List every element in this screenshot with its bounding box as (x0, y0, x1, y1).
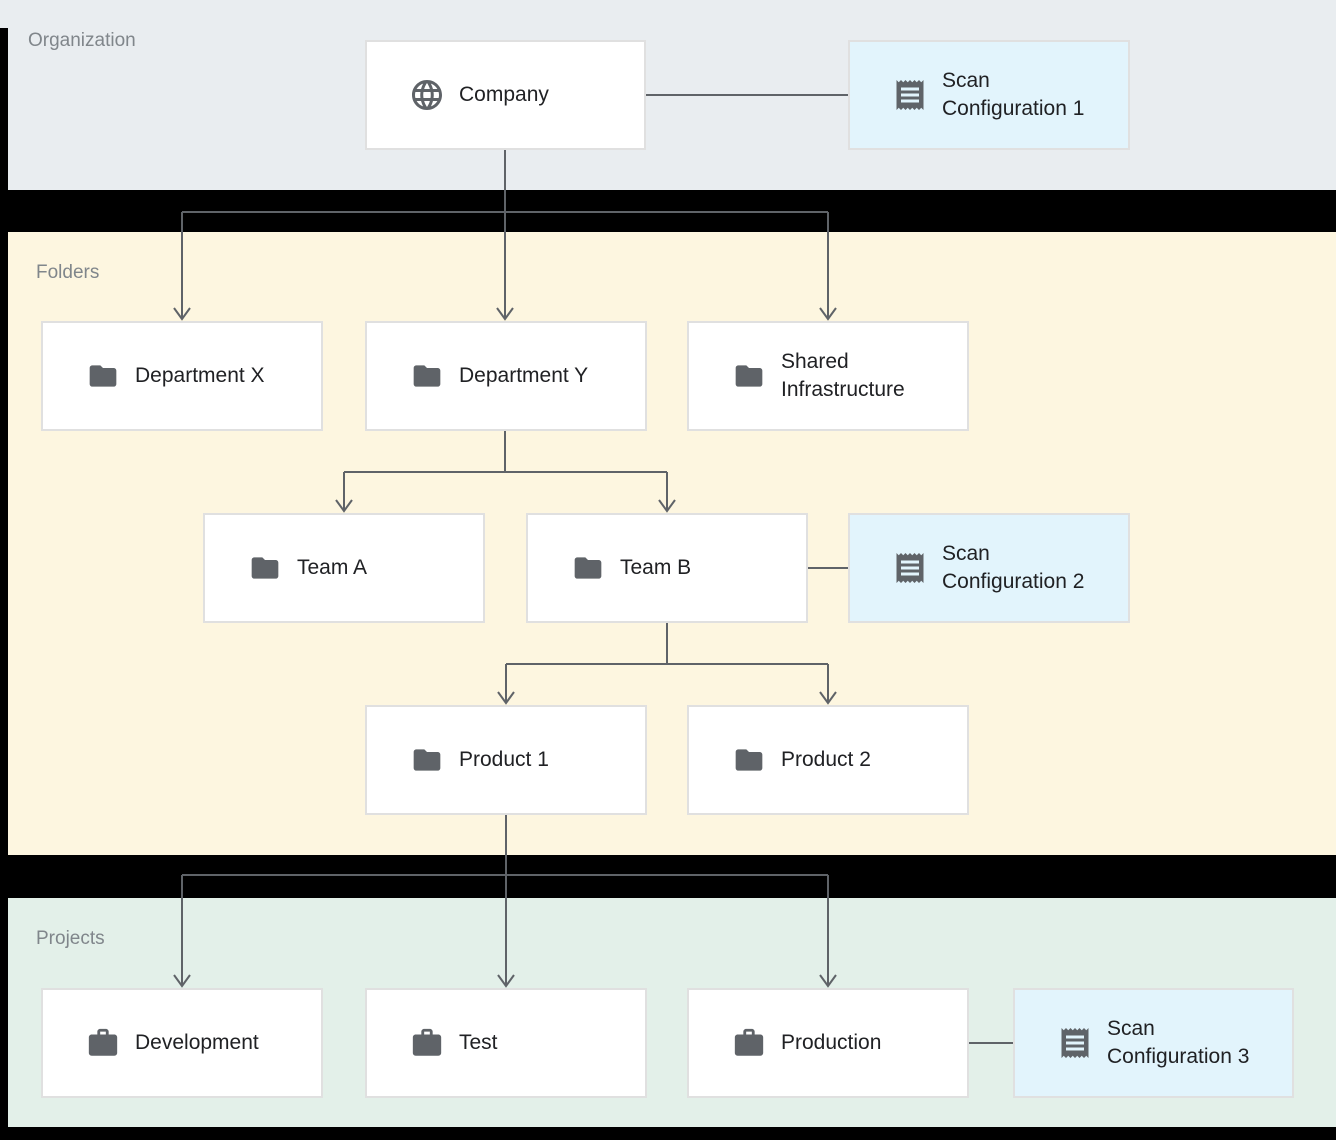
node-department-x: Department X (41, 321, 323, 431)
node-label: Scan Configuration 2 (942, 542, 1085, 593)
node-production: Production (687, 988, 969, 1098)
globe-icon (409, 77, 445, 113)
node-team-a: Team A (203, 513, 485, 623)
folder-icon (731, 742, 767, 778)
folder-icon (85, 358, 121, 394)
folder-icon (731, 358, 767, 394)
folders-section-label: Folders (36, 262, 100, 283)
node-label: Shared Infrastructure (781, 350, 905, 401)
briefcase-icon (731, 1025, 767, 1061)
node-shared-infrastructure: Shared Infrastructure (687, 321, 969, 431)
left-edge-band (0, 28, 8, 1140)
node-company: Company (365, 40, 646, 150)
receipt-icon (1057, 1025, 1093, 1061)
briefcase-icon (409, 1025, 445, 1061)
node-team-b: Team B (526, 513, 808, 623)
node-label: Company (459, 83, 549, 106)
node-scan-configuration-3: Scan Configuration 3 (1013, 988, 1294, 1098)
node-department-y: Department Y (365, 321, 647, 431)
node-label: Product 2 (781, 748, 871, 771)
receipt-icon (892, 77, 928, 113)
organization-section-label: Organization (28, 30, 136, 51)
folder-icon (409, 742, 445, 778)
node-test: Test (365, 988, 647, 1098)
folder-icon (570, 550, 606, 586)
organization-section: Organization (0, 0, 1336, 190)
projects-section-label: Projects (36, 928, 105, 949)
node-scan-configuration-1: Scan Configuration 1 (848, 40, 1130, 150)
node-label: Development (135, 1031, 259, 1054)
node-scan-configuration-2: Scan Configuration 2 (848, 513, 1130, 623)
node-label: Test (459, 1031, 498, 1054)
node-product-2: Product 2 (687, 705, 969, 815)
node-label: Department X (135, 364, 265, 387)
node-label: Department Y (459, 364, 589, 387)
node-label: Production (781, 1031, 882, 1054)
node-label: Team A (297, 556, 368, 579)
node-development: Development (41, 988, 323, 1098)
node-label: Scan Configuration 1 (942, 69, 1085, 120)
node-product-1: Product 1 (365, 705, 647, 815)
receipt-icon (892, 550, 928, 586)
node-label: Team B (620, 556, 692, 579)
node-label: Scan Configuration 3 (1107, 1017, 1250, 1068)
folder-icon (247, 550, 283, 586)
node-label: Product 1 (459, 748, 549, 771)
folder-icon (409, 358, 445, 394)
briefcase-icon (85, 1025, 121, 1061)
